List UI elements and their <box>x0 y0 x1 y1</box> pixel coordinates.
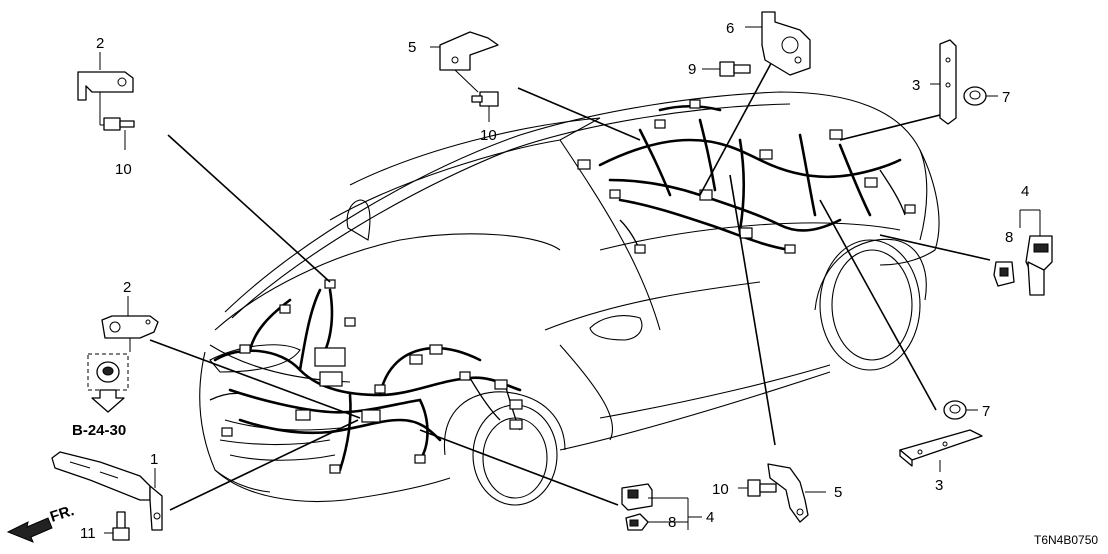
bracket-part-2-top <box>77 71 134 101</box>
bolt-part-9 <box>702 61 751 77</box>
bracket-part-1 <box>51 451 163 531</box>
engine-room-harness <box>209 279 523 474</box>
callout-2-mid: 2 <box>123 279 131 296</box>
bracket-part-5-top <box>430 31 499 71</box>
callout-3-top: 3 <box>912 77 920 94</box>
car-body-outline <box>199 91 940 506</box>
diagram-code: T6N4B0750 <box>1034 533 1098 547</box>
callout-8-right: 8 <box>1005 229 1013 246</box>
connector-part-4-right <box>993 209 1053 296</box>
bracket-part-5-bottom <box>767 463 826 523</box>
callout-4-bottom: 4 <box>706 509 714 526</box>
callout-7-bottom: 7 <box>982 403 990 420</box>
reference-label: B-24-30 <box>72 422 126 439</box>
callout-3-bottom: 3 <box>935 477 943 494</box>
callout-11: 11 <box>80 525 96 542</box>
callout-8-bottom: 8 <box>668 514 676 531</box>
callout-labels: 2 10 5 10 6 9 3 7 4 8 2 B-24-30 1 11 FR.… <box>48 20 1098 547</box>
nut-part-7-top <box>963 86 998 106</box>
callout-9: 9 <box>688 61 696 78</box>
callout-2-top: 2 <box>96 35 104 52</box>
callout-7-top: 7 <box>1002 89 1010 106</box>
front-direction-arrow <box>6 517 53 543</box>
bracket-part-3-bottom <box>899 429 983 472</box>
callout-5-top: 5 <box>408 39 416 56</box>
callout-10-left: 10 <box>115 161 132 178</box>
callout-1: 1 <box>150 451 158 468</box>
bolt-part-10-bottom <box>738 479 777 497</box>
nut-part-7-bottom <box>943 400 978 420</box>
bracket-part-6 <box>745 11 811 76</box>
reference-arrow <box>91 389 125 413</box>
dashboard-harness <box>577 99 916 254</box>
callout-4-right: 4 <box>1021 183 1029 200</box>
bolt-part-10-mid <box>454 69 499 122</box>
front-marker-label: FR. <box>48 502 76 526</box>
callout-10-mid: 10 <box>480 127 497 144</box>
bracket-part-3-top <box>930 39 957 125</box>
bolt-part-10-left <box>99 92 135 150</box>
callout-5-bottom: 5 <box>834 484 842 501</box>
callout-10-bottom: 10 <box>712 481 729 498</box>
callout-6: 6 <box>726 20 734 37</box>
leader-lines <box>149 55 991 511</box>
connector-part-4-bottom <box>621 483 702 531</box>
bolt-part-11 <box>104 511 130 541</box>
bracket-part-2-mid <box>87 296 159 391</box>
